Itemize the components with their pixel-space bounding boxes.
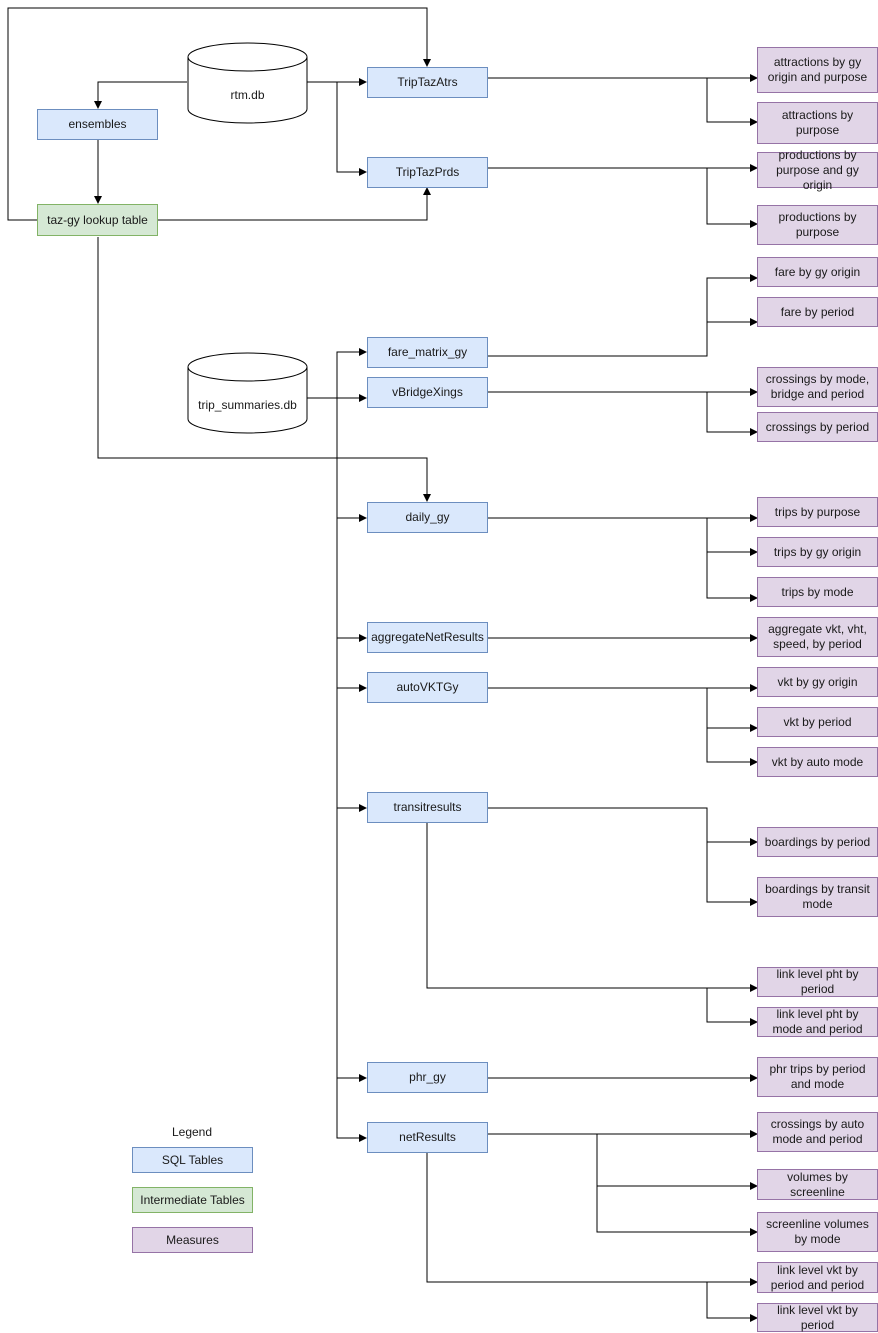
- measure-crossings-mode-bridge-period: crossings by mode, bridge and period: [757, 367, 878, 407]
- edge-transit-m4: [706, 988, 758, 1026]
- measure-crossings-auto-mode-period: crossings by auto mode and period: [757, 1112, 878, 1152]
- measure-link-vkt-period: link level vkt by period: [757, 1303, 878, 1332]
- measure-link-pht-mode-period: link level pht by mode and period: [757, 1007, 878, 1037]
- edge-daily-m2: [487, 517, 758, 556]
- legend-title: Legend: [171, 1125, 213, 1139]
- measure-prod-purpose-gy-origin: productions by purpose and gy origin: [757, 148, 878, 192]
- measure-vkt-gy-origin: vkt by gy origin: [757, 667, 878, 697]
- edge-fare-m2: [706, 318, 758, 356]
- edge-net-m5: [706, 1282, 758, 1322]
- edge-autovkt-m3: [706, 688, 758, 766]
- edge-atrs-m2: [487, 77, 758, 126]
- measure-vkt-period: vkt by period: [757, 707, 878, 737]
- edge-ts-transit: [336, 398, 367, 812]
- measure-phr-trips: phr trips by period and mode: [757, 1057, 878, 1097]
- table-aggregatenetresults: aggregateNetResults: [367, 622, 488, 653]
- edge-ts-autovkt: [336, 398, 367, 692]
- measure-attr-gy-origin-purpose: attractions by gy origin and purpose: [757, 47, 878, 93]
- measure-link-vkt-period-period: link level vkt by period and period: [757, 1262, 878, 1293]
- table-fare-matrix-gy: fare_matrix_gy: [367, 337, 488, 368]
- measure-aggregate-vkt: aggregate vkt, vht, speed, by period: [757, 617, 878, 657]
- measure-trips-purpose: trips by purpose: [757, 497, 878, 527]
- edge-prds-m2: [487, 167, 758, 228]
- edge-tazgy-triptazatrs: [7, 7, 431, 221]
- edge-transit-m1: [487, 807, 758, 846]
- measure-trips-mode: trips by mode: [757, 577, 878, 607]
- edge-transit-m2: [706, 842, 758, 906]
- edge-net-m4: [426, 1153, 758, 1286]
- measure-trips-gy-origin: trips by gy origin: [757, 537, 878, 567]
- measure-prod-purpose: productions by purpose: [757, 205, 878, 245]
- table-taz-gy-lookup: taz-gy lookup table: [37, 204, 158, 236]
- table-netresults: netResults: [367, 1122, 488, 1153]
- measure-boardings-period: boardings by period: [757, 827, 878, 857]
- trip-summaries-db-label: trip_summaries.db: [198, 398, 297, 412]
- measure-boardings-transit-mode: boardings by transit mode: [757, 877, 878, 917]
- trip-summaries-db-cylinder: trip_summaries.db: [187, 352, 308, 434]
- legend-measures: Measures: [132, 1227, 253, 1253]
- measure-link-pht-period: link level pht by period: [757, 967, 878, 997]
- edge-ts-phr: [336, 398, 367, 1082]
- table-daily-gy: daily_gy: [367, 502, 488, 533]
- edge-tazgy-triptazprds: [157, 187, 431, 221]
- edge-tazgy-dailygy: [97, 237, 431, 502]
- measure-volumes-screenline: volumes by screenline: [757, 1169, 878, 1200]
- edge-daily-m3: [706, 518, 758, 602]
- edge-autovkt-m2: [487, 687, 758, 732]
- table-triptazprds: TripTazPrds: [367, 157, 488, 188]
- legend-sql-tables: SQL Tables: [132, 1147, 253, 1173]
- measure-fare-period: fare by period: [757, 297, 878, 327]
- edge-rtm-triptazprds: [307, 81, 367, 176]
- edge-rtm-ensembles: [94, 81, 187, 109]
- table-triptazatrs: TripTazAtrs: [367, 67, 488, 98]
- legend-intermediate-tables: Intermediate Tables: [132, 1187, 253, 1213]
- edge-net-m2: [487, 1133, 758, 1190]
- edge-ts-net: [336, 398, 367, 1142]
- table-autovktgy: autoVKTGy: [367, 672, 488, 703]
- edge-vbridge-m2: [487, 391, 758, 436]
- edge-transit-m3: [426, 823, 758, 992]
- rtm-db-label: rtm.db: [230, 88, 265, 102]
- edge-net-m3: [596, 1186, 758, 1236]
- table-vbridgexings: vBridgeXings: [367, 377, 488, 408]
- edge-ts-fare: [307, 348, 367, 399]
- measure-screenline-volumes-mode: screenline volumes by mode: [757, 1212, 878, 1252]
- measure-vkt-auto-mode: vkt by auto mode: [757, 747, 878, 777]
- rtm-db-cylinder: rtm.db: [187, 42, 308, 124]
- table-ensembles: ensembles: [37, 109, 158, 140]
- measure-crossings-period: crossings by period: [757, 412, 878, 442]
- measure-fare-gy-origin: fare by gy origin: [757, 257, 878, 287]
- edge-fare-m1: [487, 274, 758, 357]
- table-phr-gy: phr_gy: [367, 1062, 488, 1093]
- table-transitresults: transitresults: [367, 792, 488, 823]
- measure-attr-purpose: attractions by purpose: [757, 102, 878, 144]
